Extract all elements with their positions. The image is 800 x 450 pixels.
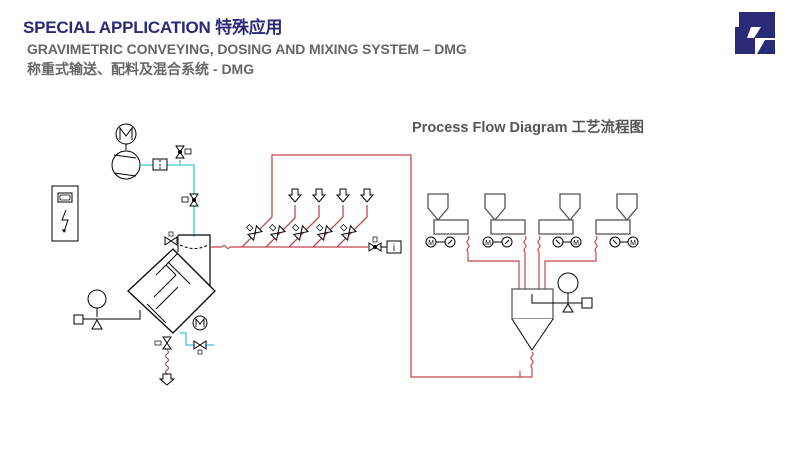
subtitle-chinese: 称重式输送、配料及混合系统 - DMG [27, 61, 255, 77]
feeder-2: M [482, 193, 526, 248]
load-cell-icon [73, 289, 141, 330]
process-flow-diagram-title: Process Flow Diagram 工艺流程图 [412, 120, 645, 136]
feeder-discharge-lines [466, 235, 598, 289]
instrument-icon: i [386, 240, 402, 254]
dosing-valves [246, 224, 357, 241]
feeder-3: M [538, 193, 582, 248]
mixer-motor-icon [192, 315, 208, 331]
mixer-vent-valve [164, 231, 178, 246]
svg-text:i: i [393, 243, 395, 254]
conveying-line [210, 154, 520, 378]
vacuum-pump-icon [111, 123, 141, 180]
control-cabinet-icon [51, 185, 79, 242]
mixer-vessel [127, 234, 216, 334]
feeder-4: M [595, 193, 639, 248]
svg-text:M: M [573, 240, 579, 247]
subtitle-english: GRAVIMETRIC CONVEYING, DOSING AND MIXING… [27, 41, 467, 57]
svg-text:M: M [630, 240, 636, 247]
vacuum-valve-top [175, 145, 185, 159]
line-end-valve [368, 236, 382, 252]
feeder-1: M [425, 193, 469, 248]
filter-icon [152, 158, 168, 171]
svg-text:M: M [428, 240, 434, 247]
vacuum-line [140, 160, 195, 237]
z-brand-logo [735, 12, 775, 54]
page-title: SPECIAL APPLICATION 特殊应用 [23, 18, 283, 37]
discharge-outlet-arrow [158, 373, 176, 386]
receiver-hopper [511, 272, 593, 351]
discharge-bellows [164, 349, 170, 375]
svg-text:M: M [485, 240, 491, 247]
discharge-valve [162, 336, 172, 350]
vacuum-valve-mid [189, 193, 199, 207]
drain-valve [193, 340, 207, 355]
feed-inlet-arrows [287, 188, 375, 203]
hopper-discharge-bellows [519, 351, 534, 378]
